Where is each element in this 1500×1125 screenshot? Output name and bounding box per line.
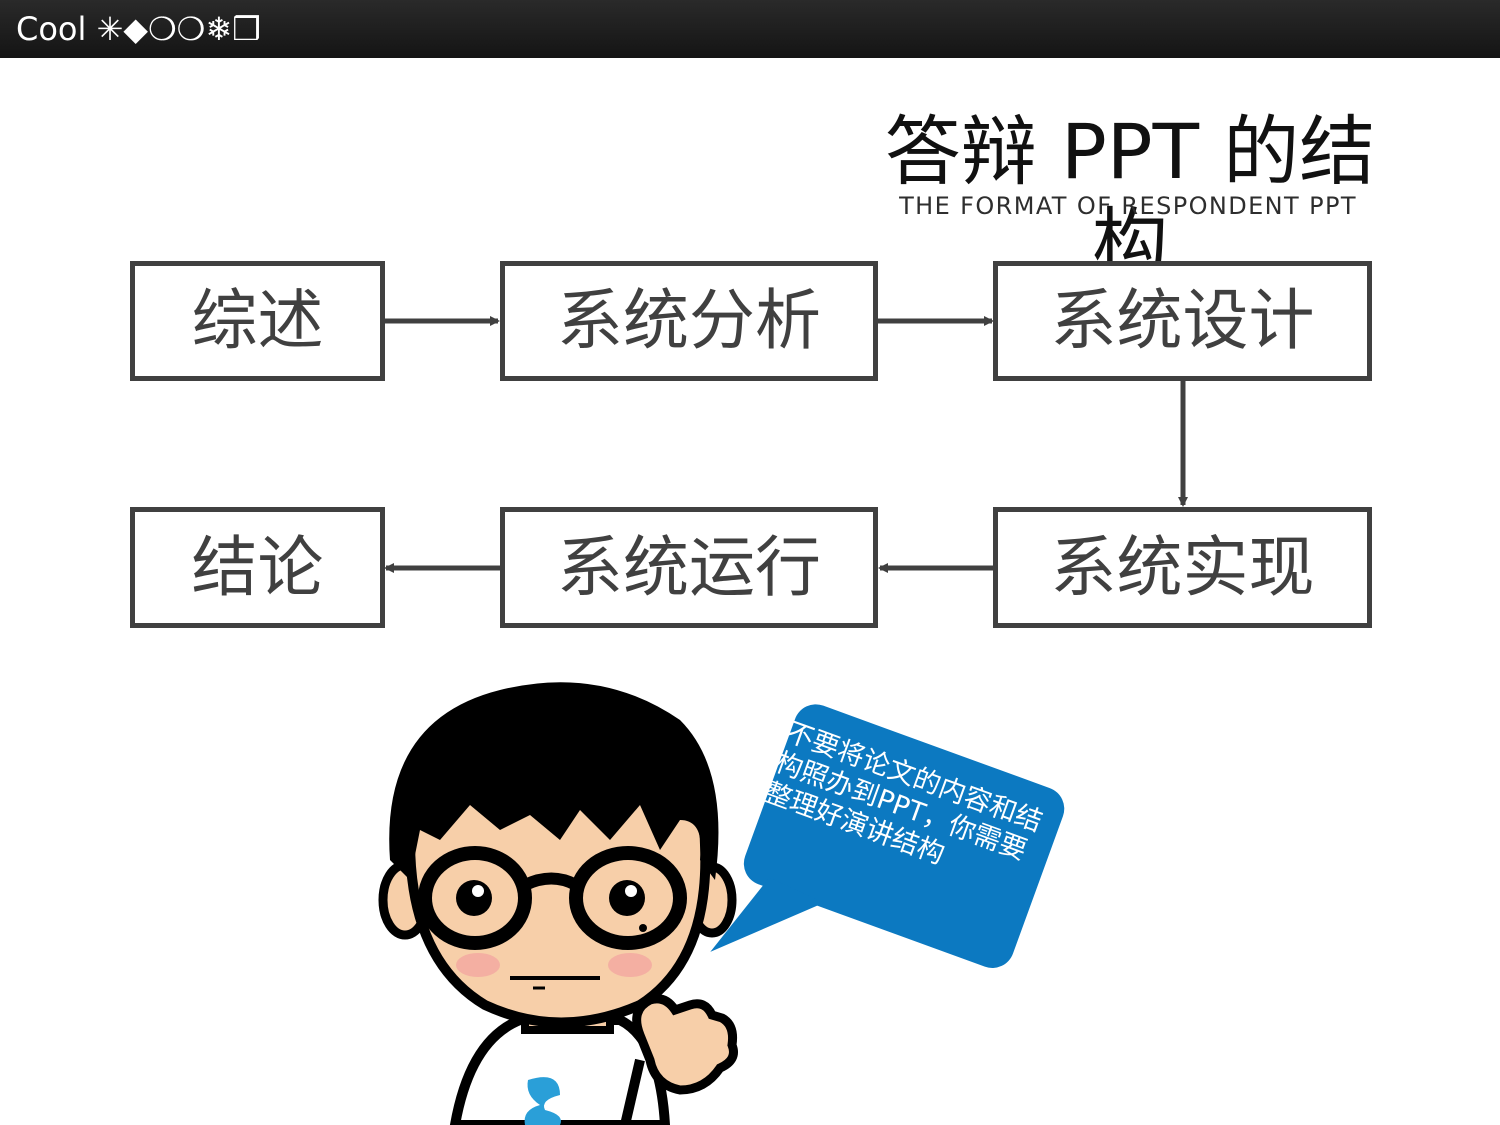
cartoon-boy-with-glasses-icon	[378, 682, 1065, 1125]
step-system-operation: 系统运行	[500, 507, 878, 628]
top-bar: Cool ✳◆❍❍❄❒	[0, 0, 1500, 58]
slide-subtitle: THE FORMAT OF RESPONDENT PPT	[899, 192, 1357, 220]
step-label: 系统实现	[1050, 528, 1315, 606]
step-label: 系统分析	[557, 282, 821, 359]
step-system-design: 系统设计	[993, 261, 1372, 381]
step-system-analysis: 系统分析	[500, 261, 878, 381]
app-title: Cool ✳◆❍❍❄❒	[16, 10, 261, 48]
step-label: 综述	[191, 282, 324, 359]
step-conclusion: 结论	[130, 507, 385, 628]
speech-bubble	[710, 704, 1065, 968]
step-label: 结论	[191, 528, 324, 606]
step-label: 系统运行	[557, 528, 821, 606]
step-system-implementation: 系统实现	[993, 507, 1372, 628]
step-label: 系统设计	[1050, 282, 1315, 359]
step-overview: 综述	[130, 261, 385, 381]
